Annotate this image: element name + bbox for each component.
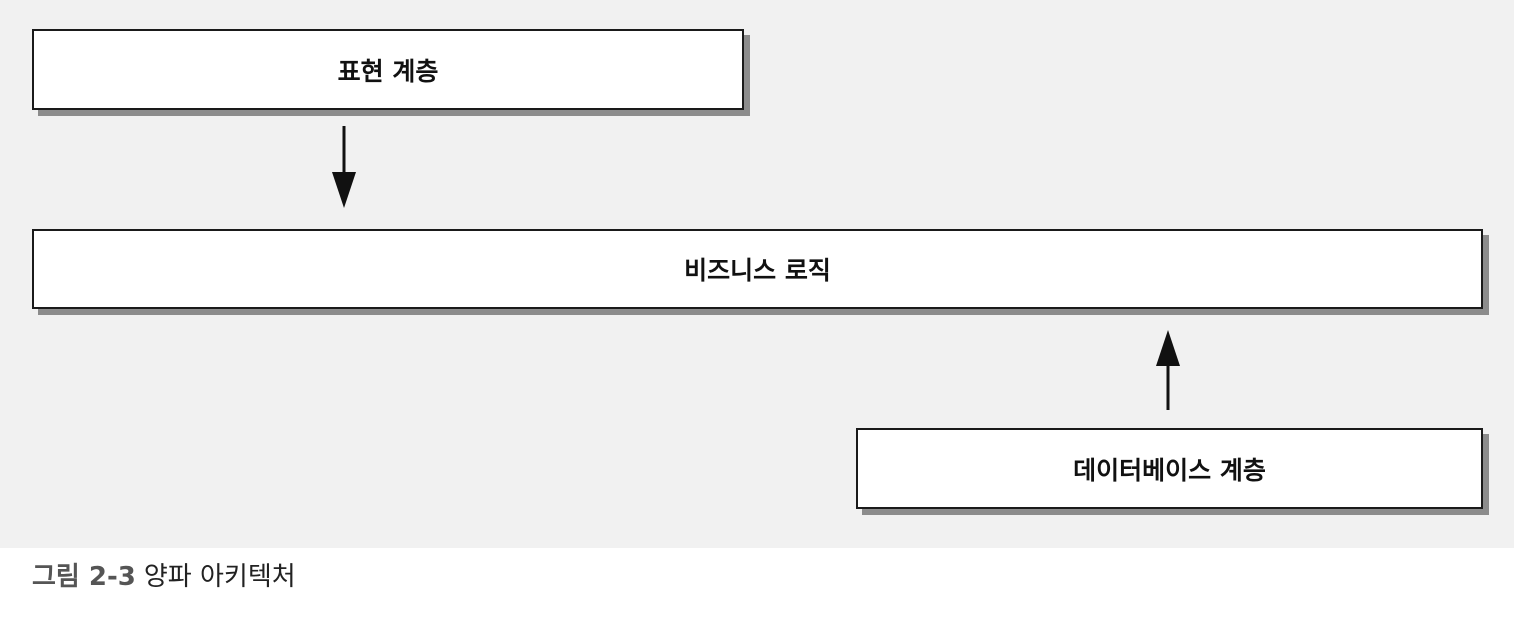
database-layer-label: 데이터베이스 계층 — [1073, 455, 1266, 485]
business-logic-box: 비즈니스 로직 — [32, 229, 1483, 309]
figure-number: 그림 2-3 — [32, 562, 136, 592]
arrow-database-to-business — [1156, 330, 1180, 410]
database-layer-box: 데이터베이스 계층 — [856, 428, 1483, 509]
diagram-arrows — [332, 126, 1180, 410]
presentation-layer-box: 표현 계층 — [32, 29, 744, 110]
business-logic-label: 비즈니스 로직 — [684, 256, 831, 285]
presentation-layer-label: 표현 계층 — [337, 56, 439, 86]
arrow-presentation-to-business — [332, 126, 356, 208]
diagram-panel: 표현 계층 비즈니스 로직 데이터베이스 계층 — [0, 0, 1514, 548]
figure-title: 양파 아키텍처 — [143, 562, 296, 592]
